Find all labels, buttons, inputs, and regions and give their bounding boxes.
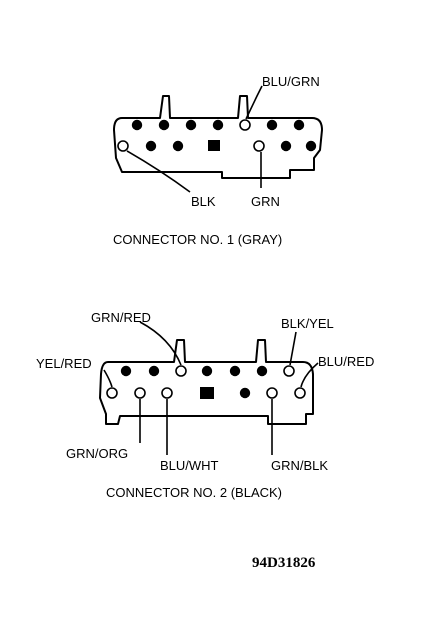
leader-yel-red xyxy=(103,369,113,388)
connector-2-caption: CONNECTOR NO. 2 (BLACK) xyxy=(106,485,282,500)
label-blk: BLK xyxy=(191,194,216,209)
connector-2-key xyxy=(200,387,214,399)
connector-1-pin-blk xyxy=(117,140,129,152)
connector-1-caption: CONNECTOR NO. 1 (GRAY) xyxy=(113,232,282,247)
connector-1-pin xyxy=(280,140,292,152)
label-grn-org: GRN/ORG xyxy=(66,446,128,461)
connector-1-pin-grn xyxy=(253,140,265,152)
connector-2-pin-blu-red xyxy=(294,387,306,399)
connector-2-pin-grn-org xyxy=(134,387,146,399)
connector-1-pin xyxy=(172,140,184,152)
connector-1-pin xyxy=(293,119,305,131)
connector-1-pin-blu-grn xyxy=(239,119,251,131)
connector-1-pin xyxy=(305,140,317,152)
connector-1-pin xyxy=(212,119,224,131)
connector-2-pin xyxy=(120,365,132,377)
label-blu-red: BLU/RED xyxy=(318,354,374,369)
connector-2-pin-grn-blk xyxy=(266,387,278,399)
figure-code: 94D31826 xyxy=(252,555,316,571)
label-yel-red: YEL/RED xyxy=(36,356,92,371)
label-grn: GRN xyxy=(251,194,280,209)
connector-1-key xyxy=(208,140,220,151)
label-grn-blk: GRN/BLK xyxy=(271,458,328,473)
label-grn-red: GRN/RED xyxy=(91,310,151,325)
connector-2-pin-grn-red xyxy=(175,365,187,377)
connector-2-pin-blk-yel xyxy=(283,365,295,377)
label-blk-yel: BLK/YEL xyxy=(281,316,334,331)
connector-1: BLU/GRN BLK GRN CONNECTOR NO. 1 (GRAY) xyxy=(113,74,323,247)
connector-2-pin-blu-wht xyxy=(161,387,173,399)
leader-blu-grn xyxy=(245,85,263,120)
label-blu-wht: BLU/WHT xyxy=(160,458,219,473)
leader-blk xyxy=(126,150,191,193)
connector-1-pin xyxy=(185,119,197,131)
connector-1-shell xyxy=(113,95,323,179)
connector-1-pin xyxy=(266,119,278,131)
leader-blk-yel xyxy=(289,331,297,366)
connector-2-pin xyxy=(239,387,251,399)
connector-2: GRN/RED BLK/YEL YEL/RED BLU/RED GRN/ORG … xyxy=(36,310,374,500)
connector-1-pin xyxy=(158,119,170,131)
connector-2-pin xyxy=(229,365,241,377)
connector-2-shell xyxy=(99,339,314,425)
leader-blu-red xyxy=(300,362,319,388)
connector-1-pin xyxy=(145,140,157,152)
label-blu-grn: BLU/GRN xyxy=(262,74,320,89)
connector-1-pin xyxy=(131,119,143,131)
connector-2-pin xyxy=(148,365,160,377)
leader-grn-red xyxy=(139,321,182,366)
connector-2-pin xyxy=(201,365,213,377)
connector-2-pin xyxy=(256,365,268,377)
connector-2-pin-yel-red xyxy=(106,387,118,399)
